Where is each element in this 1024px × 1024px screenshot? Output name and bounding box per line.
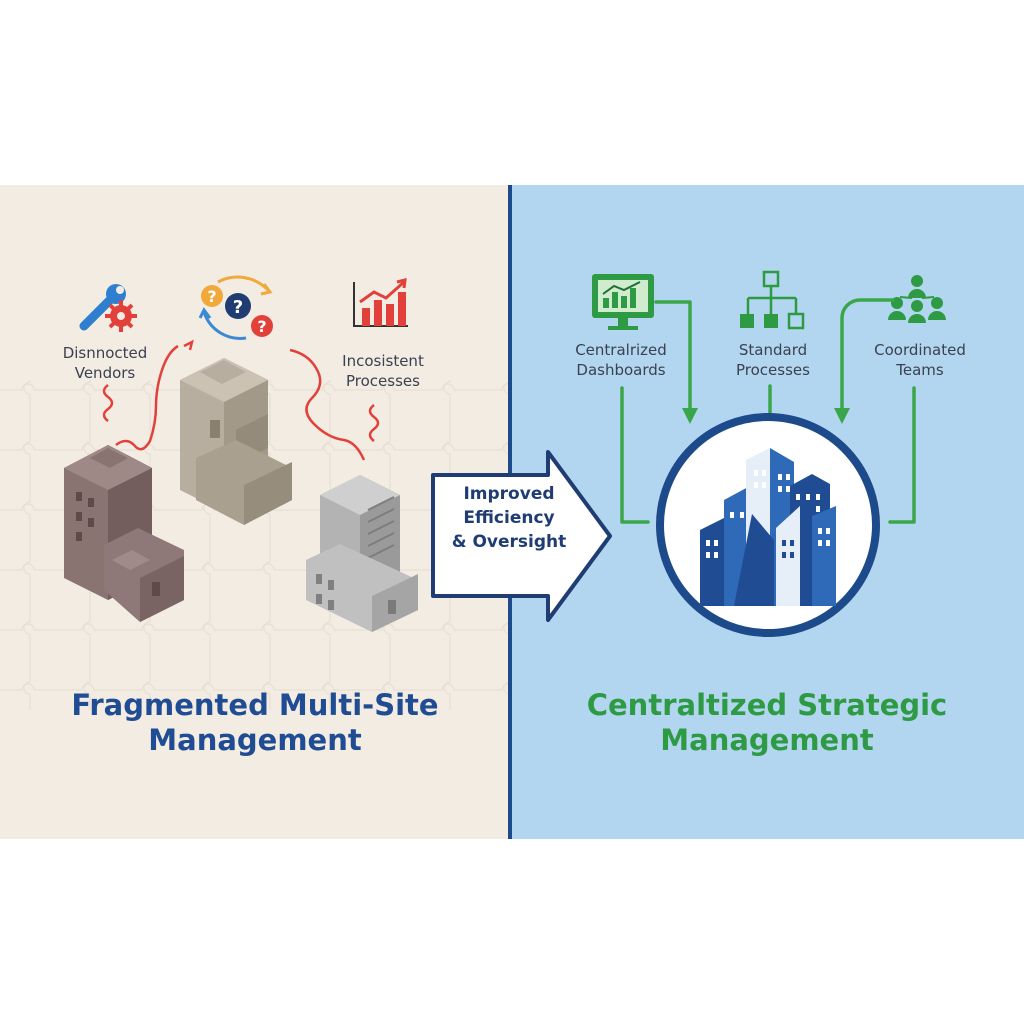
- title-line: Fragmented Multi-Site: [71, 688, 439, 722]
- label-line: Processes: [736, 361, 810, 379]
- title-line: Centraltized Strategic: [586, 688, 948, 722]
- label-line: Standard: [738, 341, 808, 359]
- label-line: Dashboards: [576, 361, 666, 379]
- wrench-gear-icon: [79, 284, 137, 332]
- label-line: Teams: [896, 361, 944, 379]
- city-buildings-icon: [656, 413, 880, 637]
- label-centralized-dashboards: Centralrized Dashboards: [556, 340, 686, 380]
- label-line: Disnnocted: [62, 344, 148, 362]
- question-marks-icon: ? ? ?: [198, 275, 273, 340]
- disconnect-squiggles: [102, 339, 380, 461]
- rising-chart-icon: [353, 278, 408, 327]
- svg-text:?: ?: [257, 317, 266, 336]
- title-line: Management: [660, 723, 874, 757]
- transition-line: Improved: [463, 484, 555, 504]
- svg-text:?: ?: [207, 287, 216, 306]
- label-line: Vendors: [74, 364, 136, 382]
- team-network-icon: [888, 275, 946, 323]
- svg-text:?: ?: [233, 297, 243, 318]
- label-line: Incosistent: [342, 352, 424, 370]
- monitor-chart-icon: [592, 274, 654, 330]
- gray-building-icon: [306, 475, 418, 632]
- label-line: Processes: [346, 372, 420, 390]
- right-panel-title: Centraltized Strategic Management: [530, 688, 1004, 758]
- left-panel-title: Fragmented Multi-Site Management: [20, 688, 490, 758]
- transition-label: Improved Efficiency & Oversight: [444, 482, 574, 554]
- flowchart-icon: [740, 270, 805, 330]
- label-line: Coordinated: [874, 341, 966, 359]
- label-inconsistent-processes: Incosistent Processes: [318, 351, 448, 391]
- label-coordinated-teams: Coordinated Teams: [855, 340, 985, 380]
- label-line: Centralrized: [575, 341, 667, 359]
- green-arrowheads: [682, 408, 850, 424]
- transition-line: Efficiency: [463, 508, 555, 528]
- brown-building-icon: [64, 445, 184, 622]
- transition-arrow: [431, 450, 612, 622]
- label-standard-processes: Standard Processes: [708, 340, 838, 380]
- title-line: Management: [148, 723, 362, 757]
- beige-building-icon: [180, 358, 292, 525]
- transition-line: & Oversight: [451, 532, 567, 552]
- label-disconnected-vendors: Disnnocted Vendors: [40, 343, 170, 383]
